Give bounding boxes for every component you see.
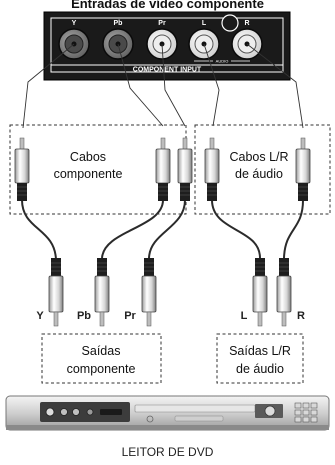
jack-label-l: L bbox=[202, 20, 207, 27]
upper-plug-y bbox=[14, 137, 30, 201]
tv-input-panel: COMPONENT INPUT Y Pb Pr L R AUDIO bbox=[43, 11, 291, 81]
footer-label: LEITOR DE DVD bbox=[122, 445, 214, 459]
audio-outputs-label-line2: de áudio bbox=[236, 362, 284, 376]
audio-cables-box bbox=[194, 124, 331, 215]
audio-outputs-label-line1: Saídas L/R bbox=[229, 344, 291, 358]
dvd-button-3 bbox=[86, 408, 94, 416]
plug-label-l: L bbox=[241, 310, 248, 322]
pointer-lines bbox=[22, 43, 304, 129]
dvd-player bbox=[5, 395, 330, 431]
dvd-disc-tray bbox=[134, 404, 256, 413]
component-cables-label-line1: Cabos bbox=[70, 150, 106, 164]
jack-label-pr: Pr bbox=[158, 20, 166, 27]
jack-label-r: R bbox=[244, 20, 249, 27]
dvd-power-button bbox=[45, 407, 55, 417]
plug-label-pb: Pb bbox=[77, 310, 91, 322]
lower-plug-r bbox=[276, 258, 292, 327]
dvd-button-1 bbox=[60, 408, 68, 416]
panel-bottom-label: COMPONENT INPUT bbox=[133, 67, 202, 74]
component-outputs-label-line1: Saídas bbox=[82, 344, 121, 358]
lower-plug-pb bbox=[94, 258, 110, 327]
audio-tag-bg bbox=[213, 58, 231, 64]
plug-label-pr: Pr bbox=[124, 310, 136, 322]
jack-label-pb: Pb bbox=[114, 20, 123, 27]
component-cables-label-line2: componente bbox=[54, 167, 123, 181]
dvd-logo bbox=[146, 415, 154, 423]
upper-plug-l bbox=[204, 137, 220, 201]
upper-plug-pr bbox=[177, 137, 193, 201]
upper-plug-r bbox=[295, 137, 311, 201]
audio-outputs-box bbox=[216, 333, 304, 384]
component-outputs-label-line2: componente bbox=[67, 362, 136, 376]
plug-label-y: Y bbox=[36, 310, 44, 322]
jack-label-y: Y bbox=[72, 20, 77, 27]
panel-indicator-circle bbox=[221, 14, 239, 32]
plug-label-r: R bbox=[297, 310, 305, 322]
component-outputs-box bbox=[41, 333, 162, 384]
upper-plug-pb bbox=[155, 137, 171, 201]
panel-frame bbox=[50, 17, 284, 73]
lower-plug-l bbox=[252, 258, 268, 327]
page-title: Entradas de vídeo componente bbox=[71, 0, 264, 11]
dvd-nav-pad bbox=[264, 405, 276, 417]
audio-cables-label-line1: Cabos L/R bbox=[229, 150, 288, 164]
lower-plug-pr bbox=[141, 258, 157, 327]
dvd-grid-buttons bbox=[294, 402, 318, 423]
lower-plug-y bbox=[48, 258, 64, 327]
audio-cables-label-line2: de áudio bbox=[235, 167, 283, 181]
dvd-front-panel bbox=[40, 402, 130, 422]
audio-tag: AUDIO bbox=[216, 59, 229, 64]
cables bbox=[21, 199, 304, 261]
dvd-button-2 bbox=[72, 408, 80, 416]
